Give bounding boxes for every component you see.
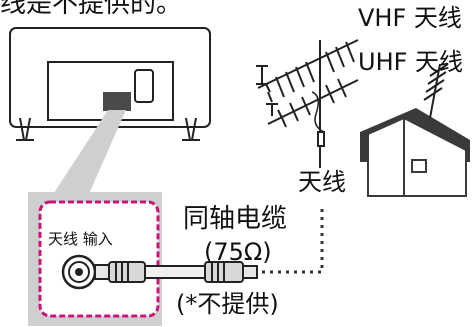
uhf-antenna-label: UHF 天线 <box>358 48 464 76</box>
top-caption: 线是不提供的。 <box>0 0 183 19</box>
coax-cable-icon <box>94 261 258 283</box>
antenna-label: 天线 <box>298 168 346 196</box>
tv-back-icon <box>9 27 211 141</box>
roof-antenna-icon <box>256 39 359 168</box>
not-supplied-note: (*不提供) <box>176 290 279 318</box>
vhf-antenna-label: VHF 天线 <box>358 4 462 32</box>
impedance-label: (75Ω) <box>204 238 272 266</box>
coax-cable-label: 同轴电缆 <box>183 204 288 234</box>
antenna-socket-icon <box>61 254 97 290</box>
port-highlight <box>38 200 160 318</box>
antenna-input-label: 天线 输入 <box>48 230 113 248</box>
house-icon <box>360 63 470 197</box>
callout-wedge <box>52 110 126 196</box>
